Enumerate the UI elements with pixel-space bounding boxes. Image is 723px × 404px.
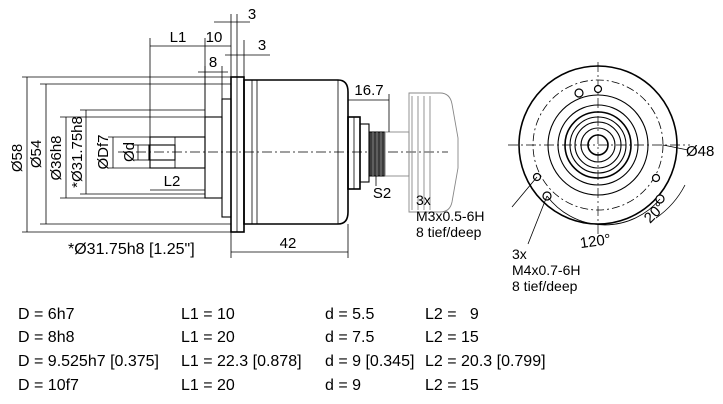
label-167: 16.7 — [354, 82, 383, 99]
bearing-ring-circle — [569, 116, 627, 174]
label-dd: Ød — [121, 142, 138, 162]
label-l1: L1 — [170, 29, 187, 46]
label-s2: S2 — [373, 185, 391, 202]
cell-L1: L1 = 22.3 [0.878] — [181, 353, 302, 370]
cell-L1: L1 = 10 — [181, 306, 235, 323]
housing-body — [243, 79, 349, 225]
cell-d: d = 9 — [325, 377, 361, 394]
outer-flange-circle — [518, 65, 678, 225]
label-8: 8 — [209, 54, 217, 71]
m4-leader — [527, 195, 548, 245]
m4-depth: 8 tief/deep — [512, 278, 578, 294]
label-d48: Ø48 — [686, 143, 714, 160]
bearing-outer-circle — [564, 111, 632, 179]
label-10: 10 — [206, 29, 223, 46]
label-120: 120° — [579, 231, 612, 252]
m3-depth: 8 tief/deep — [416, 224, 482, 240]
centering-collar — [204, 116, 223, 199]
label-dDf7: ØDf7 — [95, 134, 112, 169]
shaft-variants-table: D = 6h7 L1 = 10 d = 5.5 L2 = 9 D = 8h8 L… — [18, 306, 546, 394]
shaft-outer-circle — [580, 127, 616, 163]
label-42: 42 — [280, 235, 297, 252]
label-d36h8: Ø36h8 — [48, 135, 65, 180]
cell-L2: L2 = 9 — [425, 306, 479, 323]
d48-leader — [662, 144, 689, 151]
cell-L2: L2 = 15 — [425, 377, 479, 394]
label-3a: 3 — [248, 6, 256, 23]
cell-D: D = 8h8 — [18, 329, 75, 346]
cell-D: D = 6h7 — [18, 306, 75, 323]
m4-qty: 3x — [512, 246, 527, 262]
label-l2: L2 — [164, 173, 181, 190]
label-3b: 3 — [258, 37, 266, 54]
m4-spec: M4x0.7-6H — [512, 262, 580, 278]
table-row: D = 8h8 L1 = 20 d = 7.5 L2 = 15 — [18, 329, 479, 346]
cell-d: d = 7.5 — [325, 329, 374, 346]
label-d54: Ø54 — [28, 140, 45, 168]
m3-leader — [511, 176, 538, 208]
label-d58: Ø58 — [9, 144, 26, 172]
label-d3175h8: *Ø31.75h8 — [69, 116, 86, 188]
arc-120 — [546, 195, 661, 226]
m3-hole-top — [593, 84, 603, 94]
side-view: Ø58 Ø54 Ø36h8 *Ø31.75h8 ØDf7 Ød L1 L2 10… — [9, 6, 459, 258]
table-row: D = 10f7 L1 = 20 d = 9 L2 = 15 — [18, 377, 479, 394]
cell-L2: L2 = 15 — [425, 329, 479, 346]
cell-d: d = 9 [0.345] — [325, 353, 414, 370]
cell-L1: L1 = 20 — [181, 377, 235, 394]
collar-circle — [557, 104, 639, 186]
cell-L2: L2 = 20.3 [0.799] — [425, 353, 546, 370]
housing-circle — [547, 94, 649, 196]
cell-D: D = 9.525h7 [0.375] — [18, 353, 159, 370]
cell-d: d = 5.5 — [325, 306, 374, 323]
bearing-inner-circle — [574, 121, 622, 169]
shaft-tip — [148, 144, 176, 161]
connector-neck — [359, 123, 370, 183]
mating-connector-body — [408, 92, 459, 213]
mating-connector-nut — [384, 131, 410, 177]
arc-20 — [655, 184, 686, 219]
table-row: D = 9.525h7 [0.375] L1 = 22.3 [0.878] d … — [18, 353, 546, 370]
cell-D: D = 10f7 — [18, 377, 79, 394]
m4-hole-top — [574, 88, 584, 98]
label-bottom-note: *Ø31.75h8 [1.25"] — [68, 241, 195, 258]
shaft-body — [149, 136, 206, 169]
shaft-circle — [587, 134, 609, 156]
table-row: D = 6h7 L1 = 10 d = 5.5 L2 = 9 — [18, 306, 479, 323]
front-view: Ø48 120° 20° 3x M3x0.5-6H 8 tief/deep 3x… — [416, 62, 714, 294]
clamping-flange — [230, 76, 245, 233]
m3-qty: 3x — [416, 192, 431, 208]
flange-step — [221, 98, 232, 218]
label-20: 20° — [641, 199, 669, 227]
m3-hole-right — [651, 173, 661, 183]
m3-spec: M3x0.5-6H — [416, 208, 484, 224]
cell-L1: L1 = 20 — [181, 329, 235, 346]
